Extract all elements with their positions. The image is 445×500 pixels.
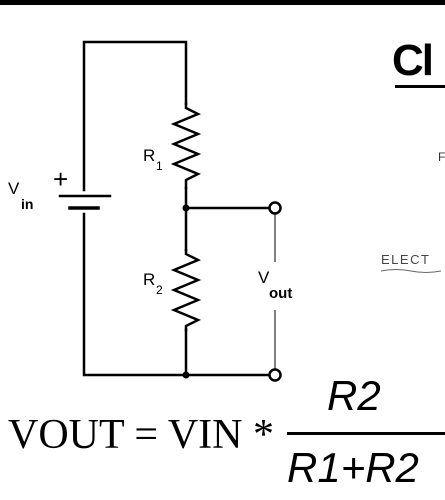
r1-label: R bbox=[143, 146, 156, 165]
vin-subscript: in bbox=[21, 196, 34, 212]
output-terminal-bottom bbox=[268, 368, 282, 382]
vout-subscript: out bbox=[269, 285, 293, 302]
heading-underline bbox=[395, 85, 445, 88]
formula-left-side: VOUT = VIN * bbox=[8, 412, 274, 458]
battery-plus-sign: + bbox=[53, 164, 69, 194]
vin-label: V bbox=[8, 179, 20, 198]
bottom-left-wire bbox=[82, 212, 188, 377]
top-wire bbox=[82, 40, 188, 192]
cropped-text-fragment: F bbox=[438, 150, 445, 164]
junction-dot-mid bbox=[182, 204, 190, 212]
formula-fraction-bar bbox=[287, 432, 445, 435]
junction-dot-bottom bbox=[182, 371, 190, 379]
r2-resistor-zigzag bbox=[170, 248, 202, 332]
output-terminal-top bbox=[268, 201, 282, 215]
cropped-heading: Cl bbox=[392, 36, 434, 85]
formula-numerator: R2 bbox=[327, 372, 381, 419]
top-border bbox=[0, 0, 445, 5]
r2-label: R bbox=[143, 270, 156, 289]
r1-subscript: 1 bbox=[156, 159, 163, 173]
r2-subscript: 2 bbox=[156, 283, 163, 297]
vout-label: V bbox=[258, 268, 270, 287]
elect-watermark-text: ELECT bbox=[381, 252, 431, 267]
formula-denominator: R1+R2 bbox=[287, 444, 419, 491]
elect-swash-icon bbox=[381, 269, 441, 273]
r1-resistor-zigzag bbox=[170, 102, 202, 190]
